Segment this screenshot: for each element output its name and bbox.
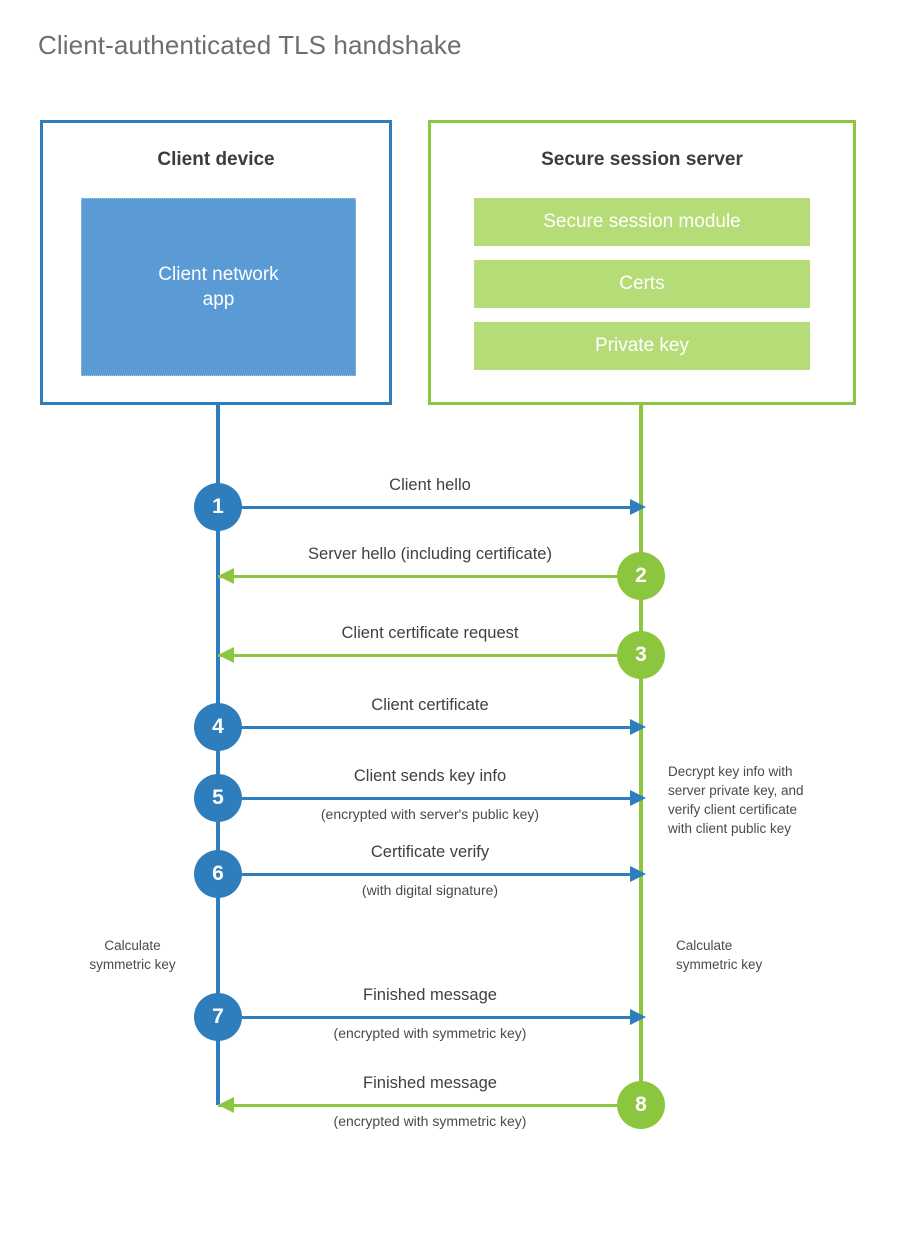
client-calculate-symmetric-key-note: Calculate symmetric key xyxy=(89,938,176,973)
message-sublabel: (with digital signature) xyxy=(361,882,499,898)
arrowhead-left-icon xyxy=(218,568,234,584)
server-component-bar: Secure session module xyxy=(474,198,810,246)
secure-session-server-box: Secure session server Secure session mod… xyxy=(428,120,856,405)
step-number-badge: 4 xyxy=(194,703,242,751)
message-sublabel: (encrypted with symmetric key) xyxy=(333,1025,527,1041)
message-arrow-line xyxy=(218,506,642,509)
arrowhead-right-icon xyxy=(630,499,646,515)
client-device-box: Client device Client network app xyxy=(40,120,392,405)
server-component-bar: Certs xyxy=(474,260,810,308)
server-component-label: Secure session module xyxy=(543,211,741,232)
message-arrow-line xyxy=(218,726,642,729)
step-number-badge: 7 xyxy=(194,993,242,1041)
arrowhead-right-icon xyxy=(630,1009,646,1025)
step-number-badge: 6 xyxy=(194,850,242,898)
message-arrow-line xyxy=(218,1016,642,1019)
client-network-app-label: Client network app xyxy=(158,263,279,310)
step-number-badge: 1 xyxy=(194,483,242,531)
client-network-app-block: Client network app xyxy=(81,198,356,376)
server-component-label: Private key xyxy=(595,335,689,356)
server-component-bar: Private key xyxy=(474,322,810,370)
arrowhead-right-icon xyxy=(630,719,646,735)
page-title: Client-authenticated TLS handshake xyxy=(38,30,462,60)
message-arrow-line xyxy=(218,654,642,657)
secure-session-server-heading: Secure session server xyxy=(541,149,743,170)
server-component-label: Certs xyxy=(619,273,665,294)
arrowhead-left-icon xyxy=(218,647,234,663)
step-number-badge: 3 xyxy=(617,631,665,679)
arrowhead-right-icon xyxy=(630,866,646,882)
message-label: Server hello (including certificate) xyxy=(308,545,552,563)
arrowhead-left-icon xyxy=(218,1097,234,1113)
message-label: Certificate verify xyxy=(370,843,490,861)
message-arrow-line xyxy=(218,797,642,800)
step-number-badge: 8 xyxy=(617,1081,665,1129)
arrowhead-right-icon xyxy=(630,790,646,806)
client-device-heading: Client device xyxy=(157,149,275,170)
message-label: Client hello xyxy=(389,476,471,494)
server-lifeline xyxy=(639,405,643,1105)
message-sublabel: (encrypted with symmetric key) xyxy=(333,1113,527,1129)
message-arrow-line xyxy=(218,873,642,876)
message-arrow-line xyxy=(218,1104,642,1107)
message-label: Client certificate xyxy=(371,696,489,714)
message-arrow-line xyxy=(218,575,642,578)
server-decrypt-note: Decrypt key info with server private key… xyxy=(668,764,804,837)
message-label: Client certificate request xyxy=(341,624,519,642)
message-label: Finished message xyxy=(363,986,497,1004)
step-number-badge: 5 xyxy=(194,774,242,822)
message-label: Finished message xyxy=(363,1074,497,1092)
client-lifeline xyxy=(216,405,220,1105)
step-number-badge: 2 xyxy=(617,552,665,600)
message-sublabel: (encrypted with server's public key) xyxy=(320,806,540,822)
message-label: Client sends key info xyxy=(353,767,507,785)
server-calculate-symmetric-key-note: Calculate symmetric key xyxy=(676,938,763,973)
